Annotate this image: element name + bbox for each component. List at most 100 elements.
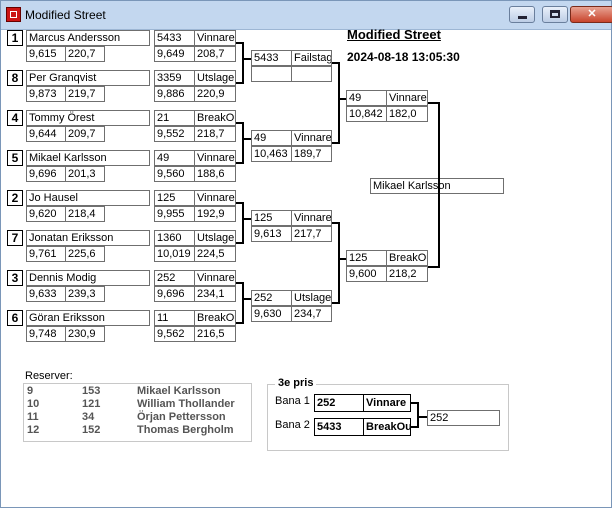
semi-number: 49: [346, 90, 387, 106]
entrant-name: Per Granqvist: [26, 70, 150, 86]
reserve-name: Mikael Karlsson: [137, 385, 221, 397]
bracket-connector: [236, 282, 244, 284]
bracket-connector: [236, 202, 244, 204]
result-number: 11: [154, 310, 195, 326]
result-status: Vinnare: [194, 190, 236, 206]
bana2-number-field[interactable]: 5433: [314, 418, 364, 436]
minimize-icon: [518, 16, 527, 19]
third-place-group: [267, 384, 509, 451]
entrant-speed: 219,7: [65, 86, 105, 102]
entrant-speed: 220,7: [65, 46, 105, 62]
result-time: 10,019: [154, 246, 195, 262]
semi-status: BreakOut: [386, 250, 428, 266]
result-status: Utslagen: [194, 70, 236, 86]
r2-speed: 189,7: [291, 146, 332, 162]
result-speed: 192,9: [194, 206, 236, 222]
semi-number: 125: [346, 250, 387, 266]
result-speed: 220,9: [194, 86, 236, 102]
bana1-status: Vinnare: [363, 394, 411, 412]
entrant-name: Dennis Modig: [26, 270, 150, 286]
entrant-speed: 225,6: [65, 246, 105, 262]
app-icon: [6, 7, 21, 22]
result-status: BreakOut: [194, 310, 236, 326]
race-datetime: 2024-08-18 13:05:30: [347, 50, 460, 64]
bracket-connector: [242, 138, 251, 140]
entrant-reaction: 9,615: [26, 46, 66, 62]
seed-number: 3: [7, 270, 23, 286]
seed-number: 1: [7, 30, 23, 46]
bracket-connector: [411, 426, 419, 428]
result-status: Vinnare: [194, 30, 236, 46]
entrant-reaction: 9,620: [26, 206, 66, 222]
result-number: 21: [154, 110, 195, 126]
r2-number: 5433: [251, 50, 292, 66]
bracket-connector: [242, 218, 251, 220]
semi-speed: 218,2: [386, 266, 428, 282]
reserve-name: William Thollander: [137, 398, 235, 410]
r2-time: [251, 66, 292, 82]
r2-number: 252: [251, 290, 292, 306]
semi-time: 10,842: [346, 106, 387, 122]
reserve-position: 10: [27, 398, 40, 410]
result-speed: 216,5: [194, 326, 236, 342]
title-bar[interactable]: Modified Street ✕: [1, 1, 612, 30]
entrant-reaction: 9,696: [26, 166, 66, 182]
bracket-connector: [236, 322, 244, 324]
entrant-speed: 209,7: [65, 126, 105, 142]
entrant-name: Göran Eriksson: [26, 310, 150, 326]
entrant-name: Jonatan Eriksson: [26, 230, 150, 246]
r2-status: Failstage: [291, 50, 332, 66]
bracket-connector: [338, 62, 340, 144]
reserves-group: [23, 383, 252, 442]
result-number: 125: [154, 190, 195, 206]
close-icon: ✕: [587, 8, 597, 20]
result-number: 1360: [154, 230, 195, 246]
bracket-connector: [242, 298, 251, 300]
entrant-reaction: 9,644: [26, 126, 66, 142]
bracket-connector: [332, 302, 340, 304]
bracket-connector: [242, 282, 244, 324]
bracket-connector: [338, 258, 346, 260]
result-speed: 224,5: [194, 246, 236, 262]
reserve-number: 152: [82, 424, 101, 436]
semi-speed: 182,0: [386, 106, 428, 122]
seed-number: 4: [7, 110, 23, 126]
minimize-button[interactable]: [509, 6, 535, 23]
third-place-result: 252: [427, 410, 500, 426]
reserve-number: 153: [82, 385, 101, 397]
result-speed: 208,7: [194, 46, 236, 62]
bana2-status: BreakOut: [363, 418, 411, 436]
result-time: 9,696: [154, 286, 195, 302]
reserve-position: 11: [27, 411, 39, 423]
bracket-connector: [411, 402, 419, 404]
result-number: 3359: [154, 70, 195, 86]
result-time: 9,552: [154, 126, 195, 142]
r2-time: 9,613: [251, 226, 292, 242]
r2-speed: 217,7: [291, 226, 332, 242]
result-speed: 188,6: [194, 166, 236, 182]
seed-number: 5: [7, 150, 23, 166]
bracket-connector: [428, 102, 440, 104]
r2-time: 9,630: [251, 306, 292, 322]
r2-status: Utslagen: [291, 290, 332, 306]
maximize-button[interactable]: [542, 6, 568, 23]
entrant-name: Mikael Karlsson: [26, 150, 150, 166]
reserve-position: 9: [27, 385, 34, 397]
bracket-connector: [428, 266, 440, 268]
bracket-connector: [338, 98, 346, 100]
result-time: 9,562: [154, 326, 195, 342]
bracket-connector: [417, 416, 427, 418]
winner-cell: Mikael Karlsson: [370, 178, 504, 194]
result-speed: 234,1: [194, 286, 236, 302]
bracket-connector: [236, 242, 244, 244]
result-status: Utslagen: [194, 230, 236, 246]
bana1-number-field[interactable]: 252: [314, 394, 364, 412]
entrant-reaction: 9,761: [26, 246, 66, 262]
r2-time: 10,463: [251, 146, 292, 162]
close-button[interactable]: ✕: [570, 6, 612, 23]
result-time: 9,955: [154, 206, 195, 222]
third-place-label: 3e pris: [275, 377, 317, 389]
seed-number: 6: [7, 310, 23, 326]
bracket-connector: [417, 402, 419, 428]
entrant-speed: 239,3: [65, 286, 105, 302]
